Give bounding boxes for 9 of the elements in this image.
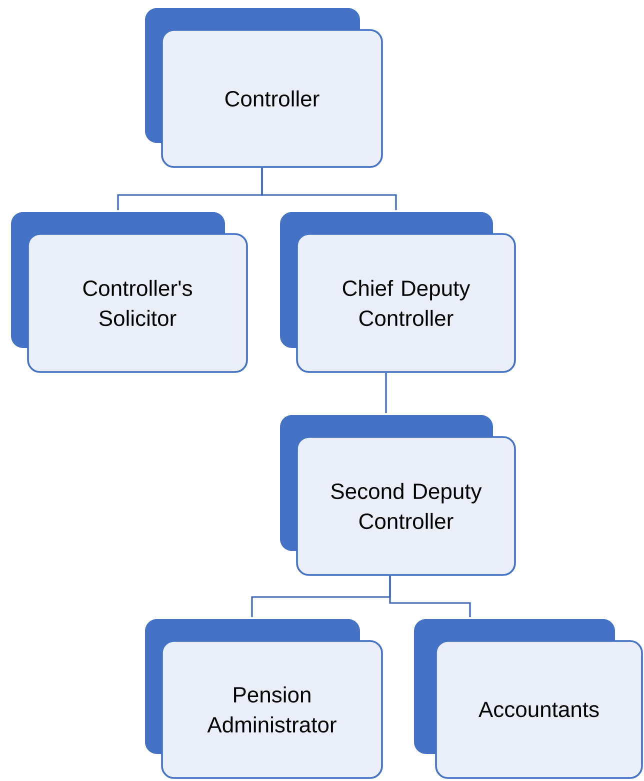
connector-line (389, 576, 471, 618)
org-box: Controller (161, 29, 383, 168)
org-box: Second Deputy Controller (296, 436, 516, 576)
org-box: Controller's Solicitor (27, 233, 248, 373)
org-box: Chief Deputy Controller (296, 233, 516, 373)
connector-line (261, 168, 397, 210)
org-box: Pension Administrator (161, 640, 383, 779)
connector-line (385, 372, 387, 414)
org-box: Accountants (435, 640, 643, 779)
